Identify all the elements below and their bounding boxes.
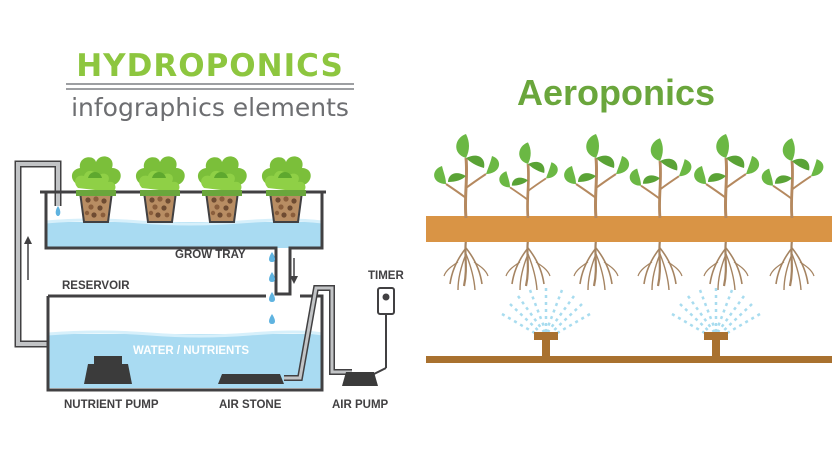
label-reservoir: RESERVOIR bbox=[62, 280, 130, 292]
water-drop bbox=[269, 272, 275, 282]
aeroponic-roots bbox=[442, 238, 816, 292]
root-system-3 bbox=[572, 238, 620, 292]
air-pump bbox=[342, 372, 378, 386]
seedling-3 bbox=[562, 132, 631, 220]
aeroponic-plants bbox=[432, 132, 825, 220]
water-drop bbox=[269, 292, 275, 302]
seedling-5 bbox=[692, 132, 761, 220]
timer-box bbox=[377, 287, 395, 315]
reservoir-water-surface bbox=[47, 330, 323, 338]
plant-pot-3 bbox=[197, 156, 247, 223]
mist-supply-pipe bbox=[426, 356, 832, 363]
grow-tray-water bbox=[46, 222, 322, 248]
root-system-5 bbox=[702, 238, 750, 292]
aeroponics-title: Aeroponics bbox=[517, 72, 715, 113]
label-air-pump: AIR PUMP bbox=[332, 399, 389, 411]
plant-pot-1 bbox=[71, 156, 121, 223]
root-system-1 bbox=[442, 238, 490, 292]
mist-sprinkler-1 bbox=[500, 286, 592, 360]
seedling-6 bbox=[760, 136, 825, 220]
label-grow-tray: GROW TRAY bbox=[175, 249, 246, 261]
nutrient-pump bbox=[84, 364, 132, 384]
grow-tray bbox=[44, 192, 324, 296]
label-water-nutrients: WATER / NUTRIENTS bbox=[133, 345, 249, 357]
hydroponic-plants bbox=[71, 156, 311, 223]
mist-sprinkler-2 bbox=[670, 286, 762, 360]
root-system-4 bbox=[636, 238, 684, 292]
air-line bbox=[284, 286, 352, 380]
label-timer: TIMER bbox=[368, 270, 404, 282]
nutrient-pump-top bbox=[94, 356, 122, 365]
seedling-2 bbox=[497, 141, 560, 220]
seedling-4 bbox=[628, 136, 693, 220]
aeroponics-panel: Aeroponics bbox=[426, 72, 832, 363]
flow-up-arrow bbox=[24, 236, 32, 280]
root-system-2 bbox=[504, 238, 552, 292]
label-air-stone: AIR STONE bbox=[219, 399, 282, 411]
drip-drop bbox=[55, 206, 61, 216]
plant-pot-2 bbox=[135, 156, 185, 223]
flow-down-arrow bbox=[290, 258, 298, 284]
timer-dial bbox=[382, 293, 390, 301]
water-drop bbox=[269, 314, 275, 324]
label-nutrient-pump: NUTRIENT PUMP bbox=[64, 399, 159, 411]
seedling-1 bbox=[432, 132, 501, 220]
plant-support-board bbox=[426, 216, 832, 242]
plant-pot-4 bbox=[261, 156, 311, 223]
water-drops bbox=[269, 252, 275, 324]
air-stone bbox=[218, 374, 284, 384]
hydroponics-title: HYDROPONICS bbox=[76, 48, 344, 84]
hydroponics-subtitle: infographics elements bbox=[71, 93, 349, 122]
root-system-6 bbox=[768, 238, 816, 292]
water-drop bbox=[269, 252, 275, 262]
hydroponics-panel: HYDROPONICS infographics elements bbox=[14, 48, 404, 411]
timer-cable-end bbox=[373, 367, 387, 375]
